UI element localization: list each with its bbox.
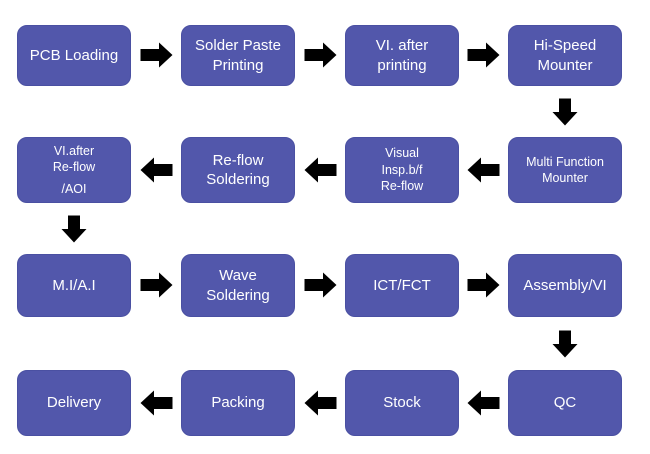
arrow-left-icon	[304, 157, 337, 183]
flow-box-re-flow-soldering: Re-flow Soldering	[181, 137, 295, 203]
flow-box-label: Assembly/VI	[523, 276, 607, 294]
flow-box-vi-after-printing: VI. after printing	[345, 25, 459, 86]
flow-box-stock: Stock	[345, 370, 459, 436]
flow-box-label: Solder Paste Printing	[195, 37, 281, 74]
flow-box-multi-function-mounter: Multi Function Mounter	[508, 137, 622, 203]
arrow-right-icon	[304, 42, 337, 68]
arrow-down-icon	[552, 98, 578, 126]
arrow-left-icon	[140, 390, 173, 416]
flow-box-label: Delivery	[46, 394, 102, 412]
arrow-left-icon	[467, 157, 500, 183]
flow-box-ict-fct: ICT/FCT	[345, 254, 459, 317]
flow-box-label: Wave Soldering	[206, 267, 270, 304]
flow-box-label: VI. after printing	[375, 37, 429, 74]
flow-box-label: QC	[553, 394, 577, 412]
arrow-left-icon	[140, 157, 173, 183]
flow-box-label: VI.after Re-flow	[52, 143, 96, 175]
flow-box-mi-ai: M.I/A.I	[17, 254, 131, 317]
flow-box-label: Visual Insp.b/f Re-flow	[380, 146, 424, 194]
flow-box-label: Hi-Speed Mounter	[533, 37, 597, 74]
arrow-right-icon	[304, 272, 337, 298]
flow-box-pcb-loading: PCB Loading	[17, 25, 131, 86]
flow-box-packing: Packing	[181, 370, 295, 436]
flow-box-visual-insp-bf-reflow: Visual Insp.b/f Re-flow	[345, 137, 459, 203]
flow-box-label: ICT/FCT	[373, 276, 431, 294]
arrow-down-icon	[61, 215, 87, 243]
flow-box-solder-paste-printing: Solder Paste Printing	[181, 25, 295, 86]
arrow-down-icon	[552, 330, 578, 358]
flow-box-qc: QC	[508, 370, 622, 436]
flow-box-label: Packing	[211, 394, 265, 412]
flow-box-vi-after-reflow-aoi: VI.after Re-flow /AOI	[17, 137, 131, 203]
arrow-right-icon	[467, 42, 500, 68]
flow-box-delivery: Delivery	[17, 370, 131, 436]
flow-box-label: PCB Loading	[29, 46, 119, 64]
flow-box-sublabel: /AOI	[61, 181, 87, 196]
flow-box-wave-soldering: Wave Soldering	[181, 254, 295, 317]
arrow-left-icon	[304, 390, 337, 416]
flow-box-assembly-vi: Assembly/VI	[508, 254, 622, 317]
arrow-right-icon	[140, 42, 173, 68]
flow-box-label: Stock	[383, 394, 421, 412]
flow-box-label: M.I/A.I	[52, 276, 96, 294]
arrow-left-icon	[467, 390, 500, 416]
arrow-right-icon	[467, 272, 500, 298]
flow-box-hi-speed-mounter: Hi-Speed Mounter	[508, 25, 622, 86]
flow-box-label: Re-flow Soldering	[206, 151, 270, 188]
arrow-right-icon	[140, 272, 173, 298]
flow-box-label: Multi Function Mounter	[526, 154, 604, 186]
